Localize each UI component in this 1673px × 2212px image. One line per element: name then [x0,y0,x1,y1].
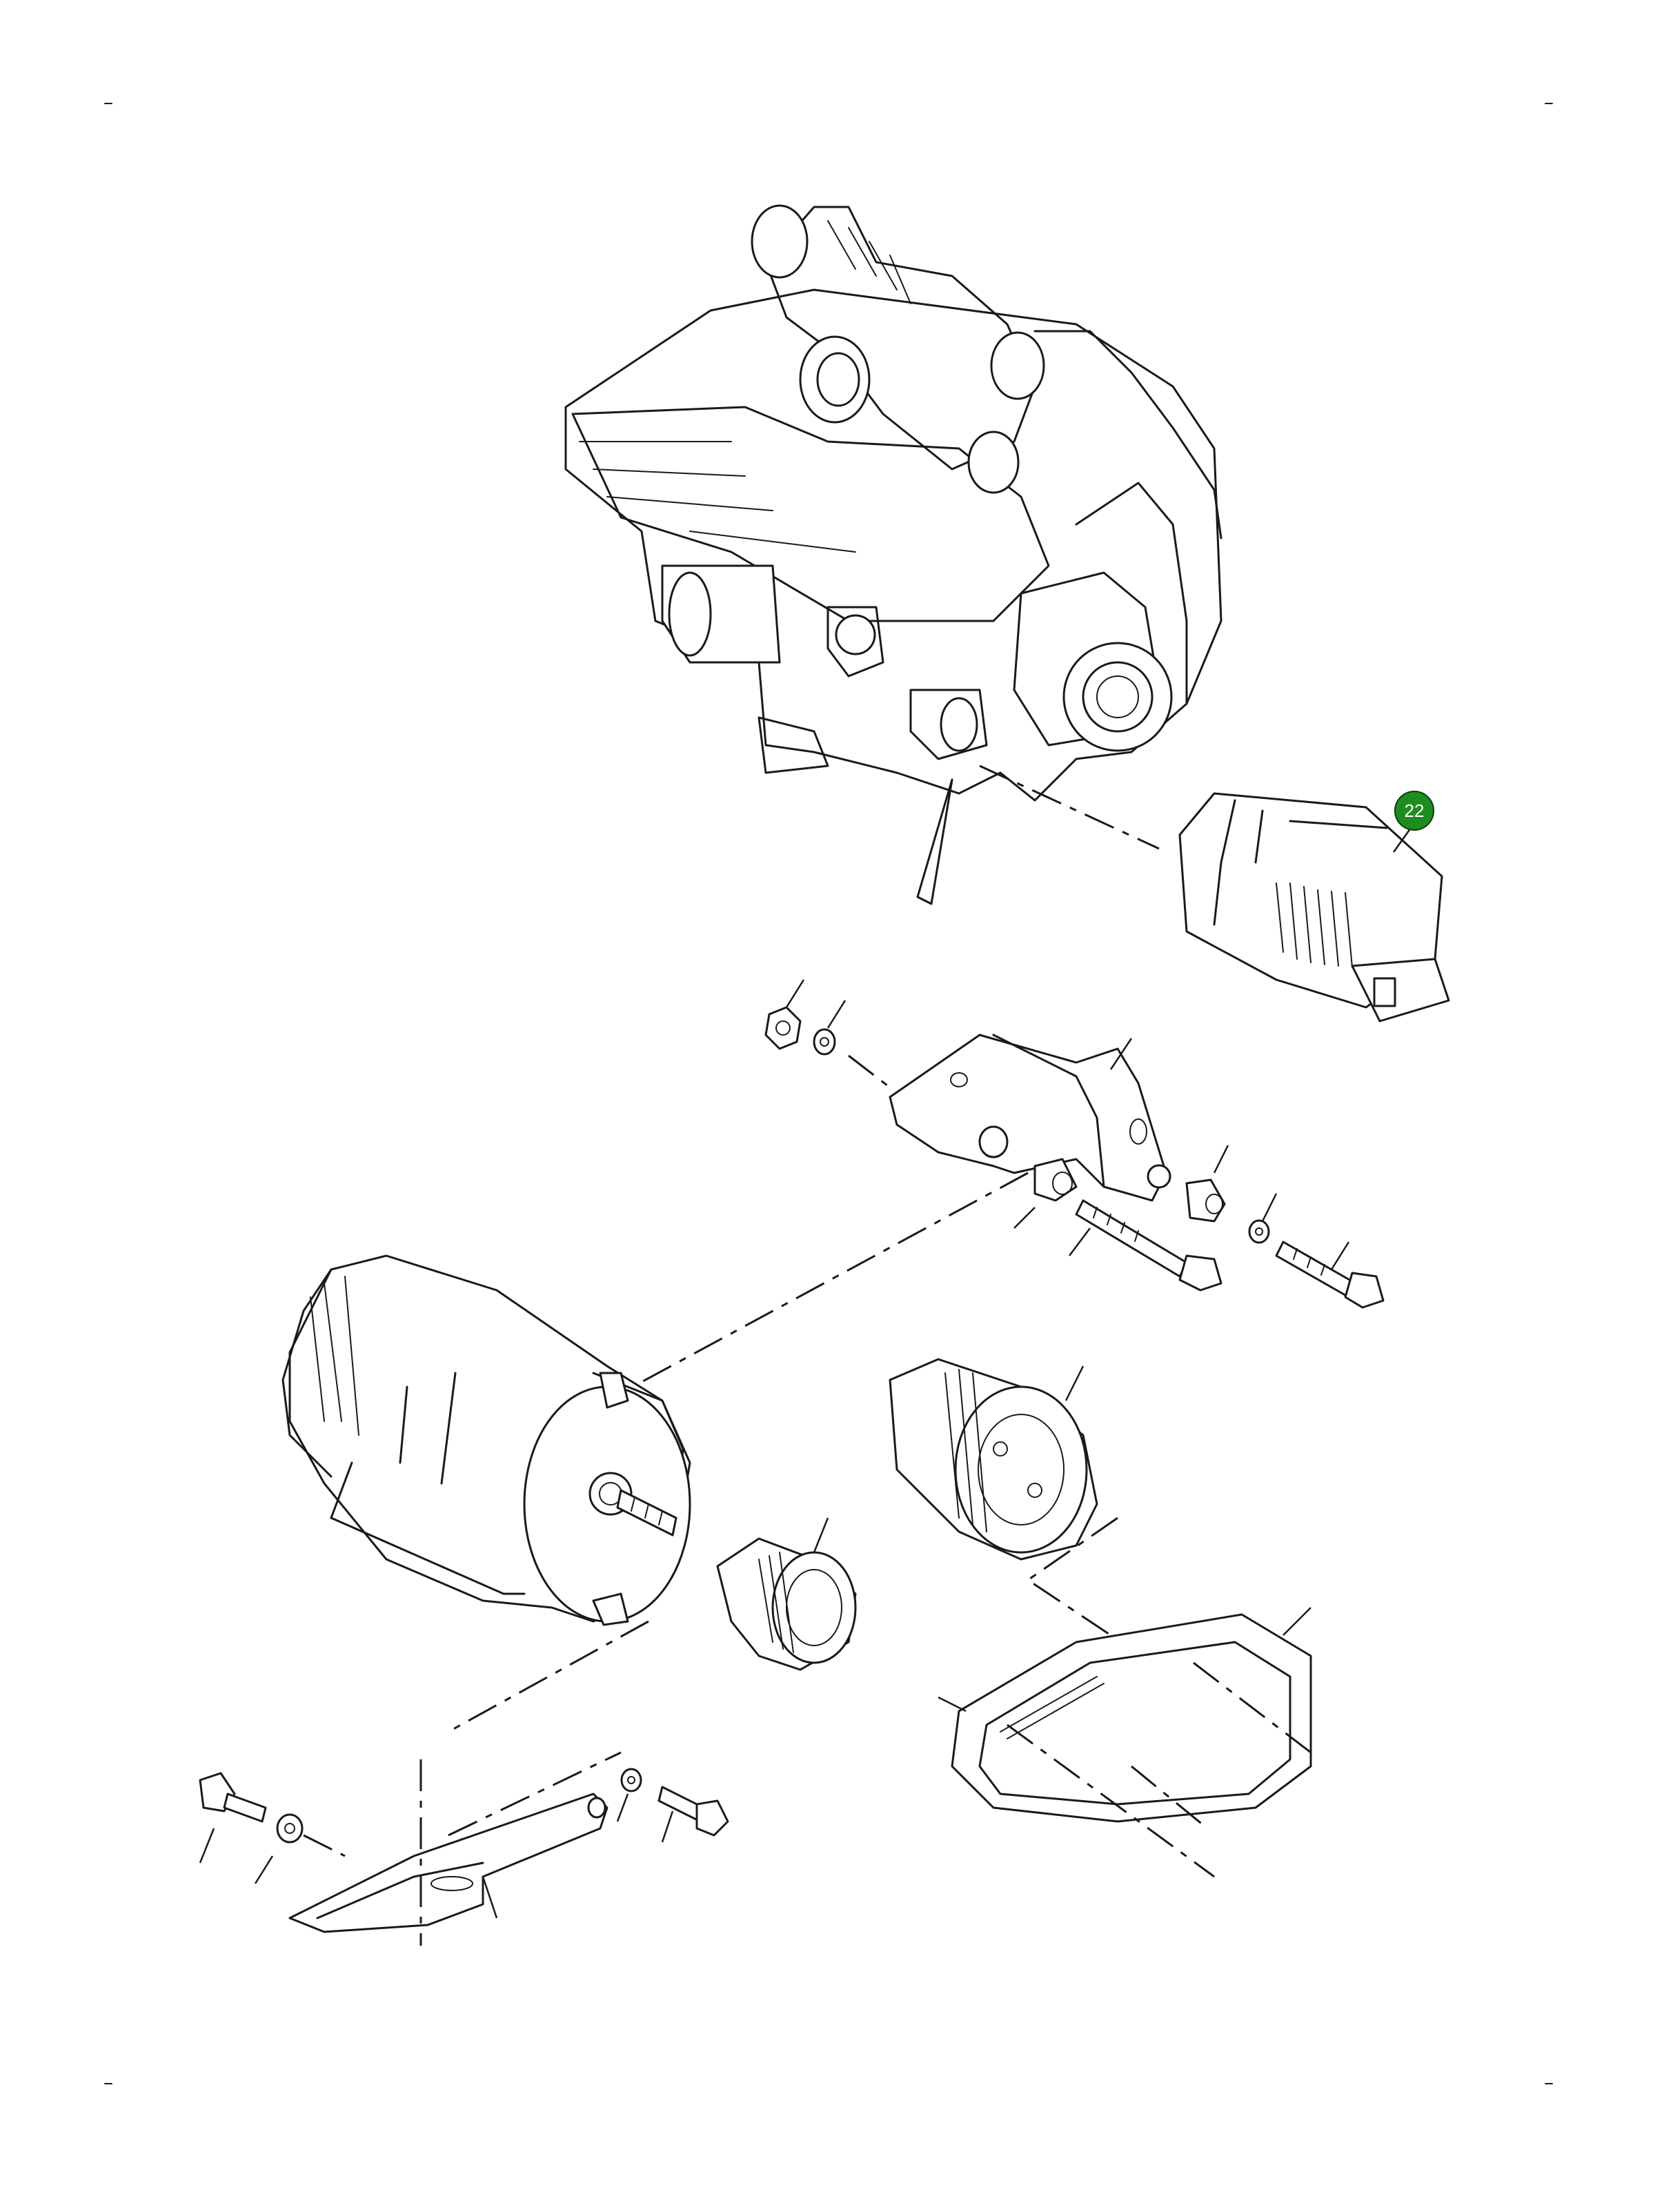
bracket-dash-line [606,1172,1029,1402]
mounting-bracket [848,1034,1171,1202]
callout-22[interactable]: 22 [1392,791,1434,853]
engine-dash-line [979,764,1160,850]
adjusting-strap [288,1751,622,1946]
spacer-and-long-bolt [1013,1158,1222,1292]
callout-22-circle[interactable] [1394,791,1434,831]
alternator-dash-line [448,1620,649,1733]
alternator-assembly [1178,792,1450,1023]
pointer-arrow [916,778,953,905]
nut-and-washer [764,979,847,1056]
bushing-washer-bolt [1185,1145,1385,1309]
drive-belt [938,1607,1312,1823]
crankshaft-pulley [889,1358,1098,1561]
engine-illustration [564,204,1222,802]
crop-marks [104,103,1553,2084]
callout-22-label: 22 [1405,800,1425,821]
strap-bolt-left [199,1772,346,1884]
belt-dash-lines [1007,1517,1311,1878]
strap-bolt-right [616,1768,729,1843]
alternator-pulley [716,1517,857,1671]
alternator [281,1254,691,1626]
